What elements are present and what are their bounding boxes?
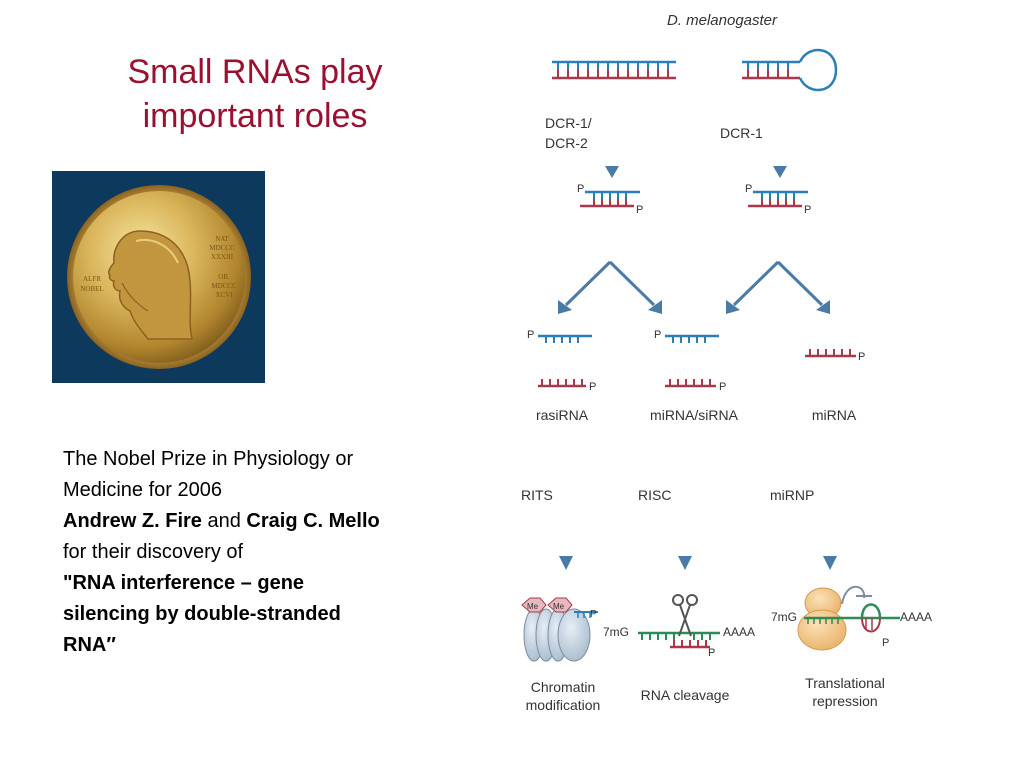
phosphate-label-right-top: P [745, 183, 752, 195]
outcome-chromatin-line-1: Chromatin [531, 679, 596, 695]
medal-inscription-right-2: MDCCC [209, 244, 235, 252]
title-line-1: Small RNAs play [127, 53, 383, 91]
translational-repression-graphic [797, 585, 900, 651]
mirna-duplex-right [748, 190, 808, 208]
organism-label: D. melanogaster [667, 12, 778, 29]
mirna-strand-red-right [805, 349, 856, 358]
portrait-profile [108, 230, 193, 340]
phosphate-label-rits: P [590, 609, 597, 620]
dicer-right-label: DCR-1 [720, 125, 763, 141]
scissors-icon [672, 594, 698, 637]
sirna-duplex-left [580, 190, 640, 208]
passenger-strand-red-left [538, 379, 586, 388]
passenger-strand-red-middle [665, 379, 716, 388]
arrow-head-dicing-right [773, 166, 787, 178]
fork-arrow-left [558, 222, 662, 314]
fork-arrow-right [726, 222, 830, 314]
polya-label-mirnp: AAAA [900, 610, 932, 624]
dicer-left-label-2: DCR-2 [545, 135, 588, 151]
laureates-line: Andrew Z. Fire and Craig C. Mello [63, 506, 483, 537]
outcome-translational-line-2: repression [812, 693, 877, 709]
product-label-mirna-sirna: miRNA/siRNA [650, 407, 739, 423]
polya-label-risc: AAAA [723, 625, 755, 639]
chromatin-nucleosomes-graphic [521, 597, 598, 662]
title-line-2: important roles [142, 97, 368, 135]
phosphate-label-risc: P [708, 647, 715, 659]
phosphate-label-right-bottom: P [804, 204, 811, 216]
phosphate-label-strand-4: P [589, 381, 596, 393]
prize-line-4: for their discovery of [63, 541, 244, 563]
product-label-mirna: miRNA [812, 407, 857, 423]
complex-label-mirnp: miRNP [770, 487, 814, 503]
medal-inscription-right-6: XCVI [215, 291, 233, 299]
complex-label-risc: RISC [638, 487, 671, 503]
cap-label-risc: 7mG [603, 625, 629, 639]
medal-inscription-right-5: MDCCC [211, 282, 237, 290]
portrait-highlight [135, 239, 179, 264]
product-label-rasirna: rasiRNA [536, 407, 589, 423]
arrow-head-dicing-left [605, 166, 619, 178]
phosphate-label-left-bottom: P [636, 204, 643, 216]
prize-description: The Nobel Prize in Physiology or Medicin… [63, 444, 483, 661]
complex-label-rits: RITS [521, 487, 553, 503]
medal-inscription-right-4: OB. [218, 273, 230, 281]
nobel-medal-image: ALFR NOBEL NAT MDCCC XXXIII OB. MDCCC XC… [52, 171, 265, 383]
guide-strand-blue-middle [665, 334, 719, 343]
laureate-2: Craig C. Mello [246, 510, 380, 532]
discovery-line-2: silencing by double-stranded [63, 603, 341, 625]
laureate-conjunction: and [207, 510, 241, 532]
arrow-head-rits [559, 556, 573, 570]
outcome-translational-line-1: Translational [805, 675, 885, 691]
dicer-left-label-1: DCR-1/ [545, 115, 592, 131]
phosphate-label-left-top: P [577, 183, 584, 195]
prize-line-2: Medicine for 2006 [63, 479, 222, 501]
methyl-label-2: Me [553, 602, 565, 611]
discovery-line-3: RNA″ [63, 634, 116, 656]
medal-inscription-left-1: ALFR [83, 275, 101, 283]
arrow-head-risc [678, 556, 692, 570]
laureate-1: Andrew Z. Fire [63, 510, 202, 532]
slide-title: Small RNAs play important roles [60, 50, 450, 138]
medal-inscription-left-2: NOBEL [80, 285, 103, 293]
outcome-chromatin-line-2: modification [526, 697, 601, 713]
discovery-line-1: "RNA interference – gene [63, 572, 305, 594]
phosphate-label-strand-3: P [858, 351, 865, 363]
portrait-beard-line [121, 282, 149, 312]
outcome-rna-cleavage: RNA cleavage [641, 687, 730, 703]
arrow-head-mirnp [823, 556, 837, 570]
hairpin-pre-mirna [742, 48, 838, 92]
rnai-pathway-diagram: D. melanogaster DCR-1/ DCR-2 DCR-1 [521, 12, 932, 713]
medal-inscription-right-1: NAT [215, 235, 229, 243]
methyl-label-1: Me [527, 602, 539, 611]
phosphate-label-mirnp: P [882, 637, 889, 649]
phosphate-label-strand-2: P [654, 329, 661, 341]
guide-strand-blue-left [538, 334, 592, 343]
cap-label-mirnp: 7mG [771, 610, 797, 624]
phosphate-label-strand-1: P [527, 329, 534, 341]
phosphate-label-strand-5: P [719, 381, 726, 393]
prize-line-1: The Nobel Prize in Physiology or [63, 448, 354, 470]
medal-inscription-right-3: XXXIII [211, 253, 234, 261]
long-dsrna [552, 60, 676, 80]
rna-cleavage-graphic [638, 631, 720, 649]
